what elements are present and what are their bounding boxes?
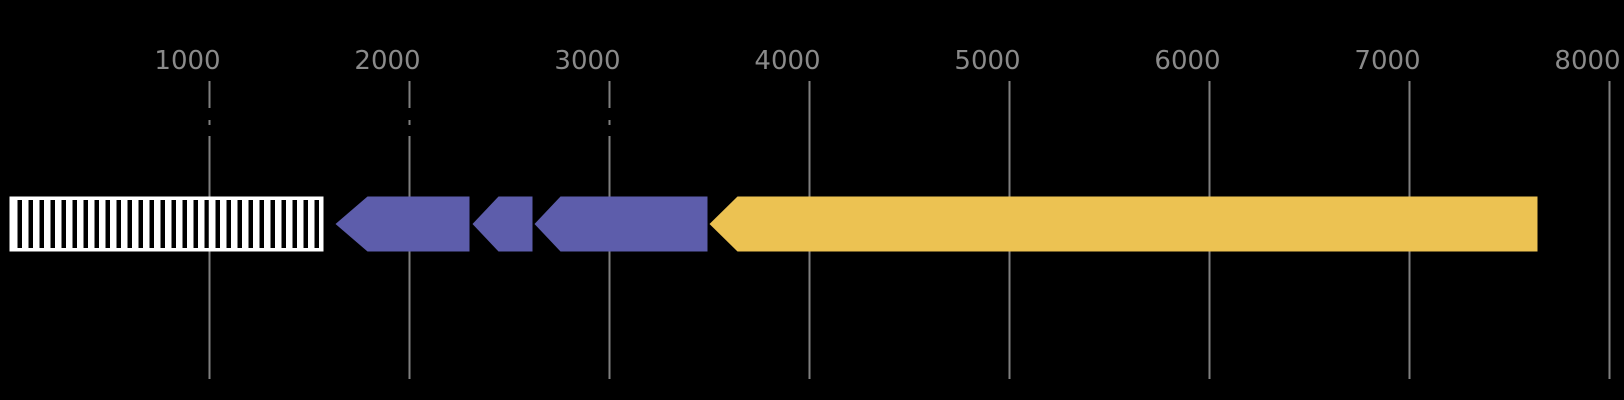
gridline-gap — [205, 108, 214, 120]
tick-label-4000: 4000 — [754, 46, 820, 76]
gridline-gap — [605, 108, 614, 120]
tick-label-5000: 5000 — [954, 46, 1020, 76]
tick-label-1000: 1000 — [154, 46, 220, 76]
feature-4 — [709, 196, 1538, 252]
feature-1 — [335, 196, 470, 252]
gridline-gap — [205, 125, 214, 136]
tick-label-2000: 2000 — [354, 46, 420, 76]
gridline-gap — [605, 125, 614, 136]
tick-label-6000: 6000 — [1154, 46, 1220, 76]
tick-label-8000: 8000 — [1554, 46, 1620, 76]
tick-label-3000: 3000 — [554, 46, 620, 76]
feature-2 — [472, 196, 533, 252]
feature-3 — [534, 196, 708, 252]
hatched-region — [9, 196, 324, 252]
gridline-gap — [405, 108, 414, 120]
gridline-gap — [405, 125, 414, 136]
tick-label-7000: 7000 — [1354, 46, 1420, 76]
